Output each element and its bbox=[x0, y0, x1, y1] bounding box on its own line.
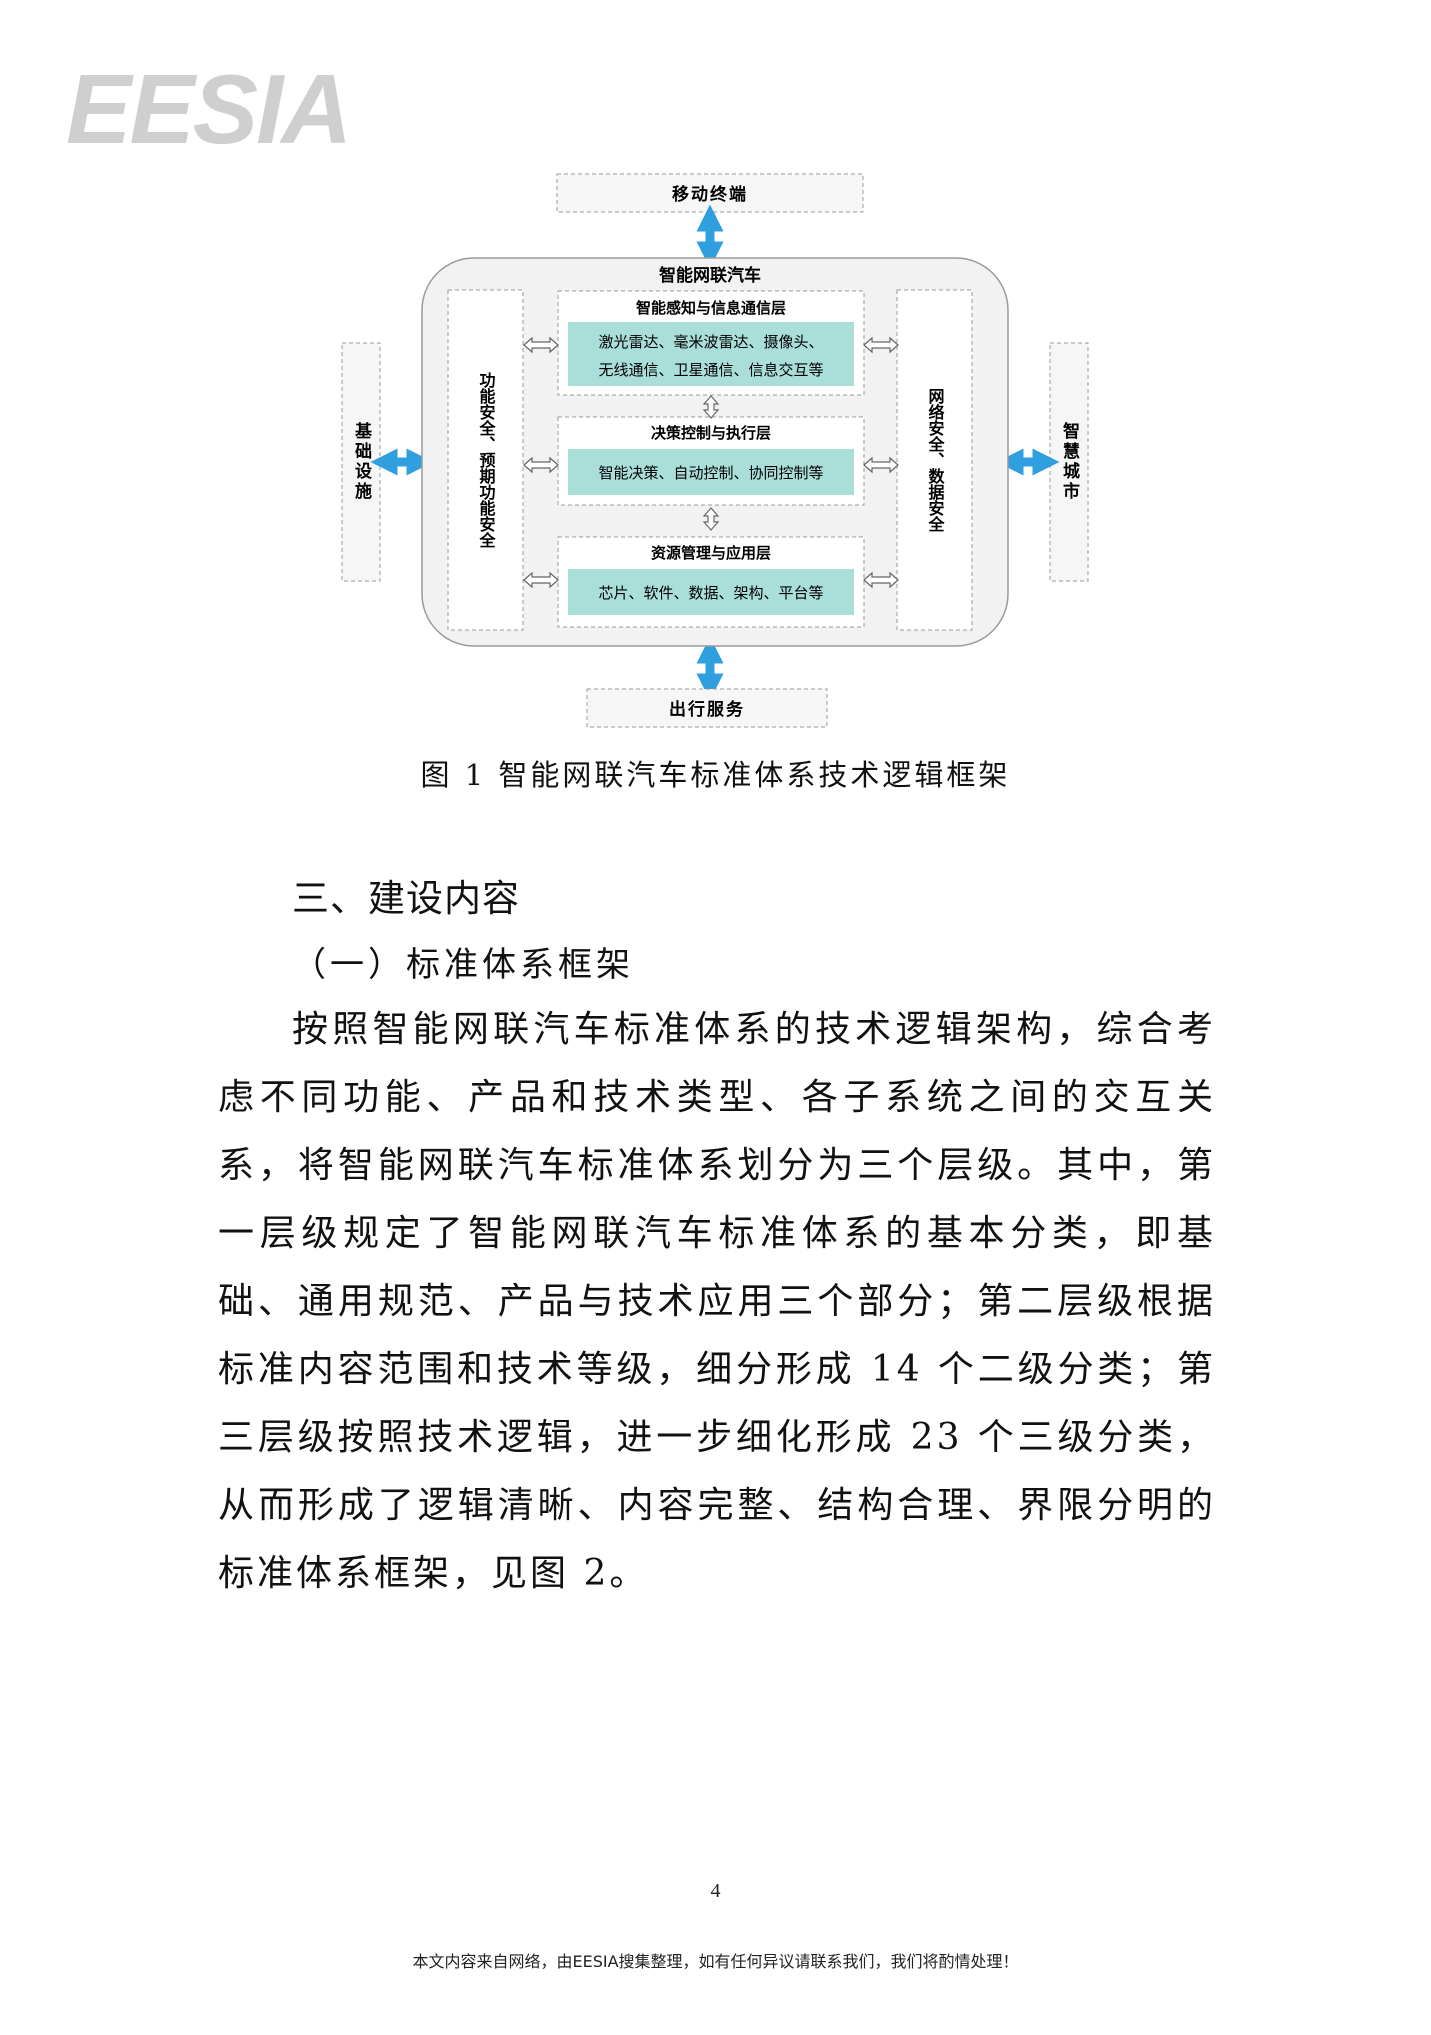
standards-framework-diagram: 移动终端 出行服务 基础设施 智慧城市 智能网联汽车 功能安全、预期功能安全 网… bbox=[341, 173, 1089, 728]
body-paragraph: 按照智能网联汽车标准体系的技术逻辑架构，综合考虑不同功能、产品和技术类型、各子系… bbox=[218, 1009, 1216, 1594]
layer-decision-content bbox=[568, 449, 854, 495]
left-box-label: 基础设施 bbox=[351, 421, 373, 502]
layer-perception-line-1: 激光雷达、毫米波雷达、摄像头、 bbox=[598, 333, 823, 351]
main-title: 智能网联汽车 bbox=[659, 265, 761, 286]
subheading: （一）标准体系框架 bbox=[292, 945, 634, 985]
layer-resource-title: 资源管理与应用层 bbox=[651, 544, 771, 562]
right-inner-label: 网络安全、数据安全 bbox=[926, 388, 946, 532]
layer-decision-line-1: 智能决策、自动控制、协同控制等 bbox=[598, 464, 823, 482]
top-box-label: 移动终端 bbox=[672, 184, 748, 205]
left-inner-safety-box bbox=[447, 289, 524, 631]
left-inner-label: 功能安全、预期功能安全 bbox=[477, 372, 497, 548]
right-box-label: 智慧城市 bbox=[1059, 421, 1080, 502]
bottom-box-label: 出行服务 bbox=[669, 699, 745, 720]
layer-perception-content bbox=[568, 322, 854, 386]
section-heading: 三、建设内容 bbox=[292, 877, 520, 920]
layer-perception-title: 智能感知与信息通信层 bbox=[636, 299, 786, 317]
figure-caption: 图 1 智能网联汽车标准体系技术逻辑框架 bbox=[420, 758, 1011, 792]
layer-resource-line-1: 芯片、软件、数据、架构、平台等 bbox=[598, 584, 823, 602]
layer-perception-line-2: 无线通信、卫星通信、信息交互等 bbox=[598, 361, 823, 379]
bottom-box-travel-service bbox=[586, 688, 828, 728]
layer-decision-title: 决策控制与执行层 bbox=[651, 424, 771, 442]
layer-resource-content bbox=[568, 569, 854, 615]
footer-note: 本文内容来自网络，由EESIA搜集整理，如有任何异议请联系我们，我们将酌情处理！ bbox=[412, 1952, 1019, 1971]
page-number: 4 bbox=[710, 1880, 721, 1902]
hollow-arrows-vertical bbox=[702, 395, 720, 531]
right-inner-security-box bbox=[896, 289, 973, 631]
eesia-logo: EESIA bbox=[66, 54, 352, 164]
hollow-arrows-horizontal bbox=[523, 336, 899, 589]
